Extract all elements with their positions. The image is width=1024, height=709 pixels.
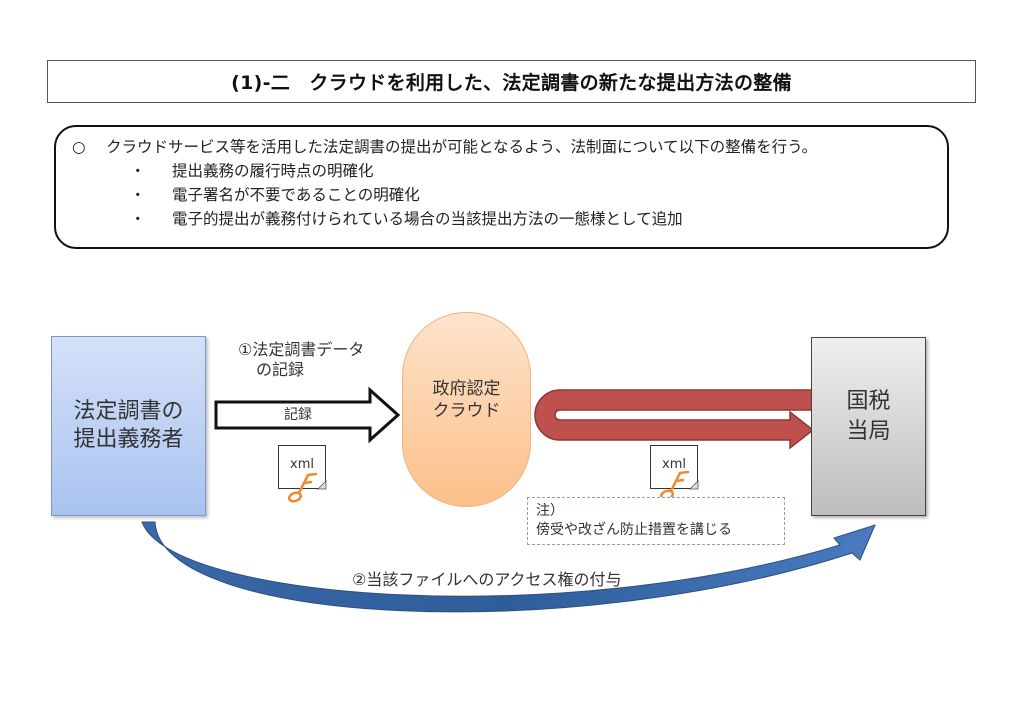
red-uturn-arrow — [534, 389, 815, 450]
cloud-label-line1: 政府認定 — [432, 378, 501, 399]
summary-bullet: ・電子署名が不要であることの明確化 — [72, 183, 947, 207]
xml-file-icon: xml — [278, 445, 328, 503]
summary-box: ○ クラウドサービス等を活用した法定調書の提出が可能となるよう、法制面について以下… — [54, 125, 949, 249]
step2-label: ②当該ファイルへのアクセス権の付与 — [352, 570, 622, 589]
record-arrow-label: 記録 — [284, 407, 312, 423]
note-text: 傍受や改ざん防止措置を講じる — [536, 522, 732, 538]
summary-bullet: ・提出義務の履行時点の明確化 — [72, 159, 947, 183]
xml-file-icon: xml — [650, 445, 700, 501]
key-icon — [287, 472, 327, 503]
tax-label-line2: 当局 — [846, 418, 891, 444]
tax-label-line1: 国税 — [846, 388, 891, 414]
filer-label-line1: 法定調書の — [73, 399, 184, 424]
xml-file-label: xml — [662, 457, 686, 472]
page-title: (1)-二 クラウドを利用した、法定調書の新たな提出方法の整備 — [231, 72, 792, 94]
summary-lead-text: クラウドサービス等を活用した法定調書の提出が可能となるよう、法制面について以下の… — [106, 138, 818, 156]
cloud-label-line2: クラウド — [432, 400, 501, 421]
cloud-node: 政府認定 クラウド — [402, 312, 531, 507]
filer-label-line2: 提出義務者 — [73, 427, 184, 452]
key-icon — [659, 470, 699, 501]
note-box: 注） 傍受や改ざん防止措置を講じる — [527, 497, 785, 545]
dot-bullet-icon: ・ — [130, 186, 146, 204]
filer-node: 法定調書の 提出義務者 — [51, 336, 206, 516]
record-arrow — [214, 386, 401, 444]
summary-bullet: ・電子的提出が義務付けられている場合の当該提出方法の一態様として追加 — [72, 207, 947, 231]
document-icon — [650, 445, 698, 489]
step1-label-line1: ①法定調書データ — [238, 340, 365, 359]
blue-curved-arrow — [141, 521, 876, 613]
step1-label-line2: の記録 — [256, 360, 305, 379]
document-icon — [278, 445, 326, 489]
xml-file-label: xml — [290, 457, 314, 472]
summary-bullet-list: ・提出義務の履行時点の明確化 ・電子署名が不要であることの明確化 ・電子的提出が… — [72, 159, 947, 231]
circle-bullet-icon: ○ — [72, 138, 86, 156]
tax-authority-node: 国税 当局 — [811, 337, 926, 516]
step1-label: ①法定調書データ の記録 — [238, 340, 364, 380]
note-heading: 注） — [536, 503, 564, 519]
dot-bullet-icon: ・ — [130, 162, 146, 180]
summary-lead: ○ クラウドサービス等を活用した法定調書の提出が可能となるよう、法制面について以下… — [72, 135, 947, 159]
dot-bullet-icon: ・ — [130, 210, 146, 228]
title-box: (1)-二 クラウドを利用した、法定調書の新たな提出方法の整備 — [47, 60, 976, 103]
